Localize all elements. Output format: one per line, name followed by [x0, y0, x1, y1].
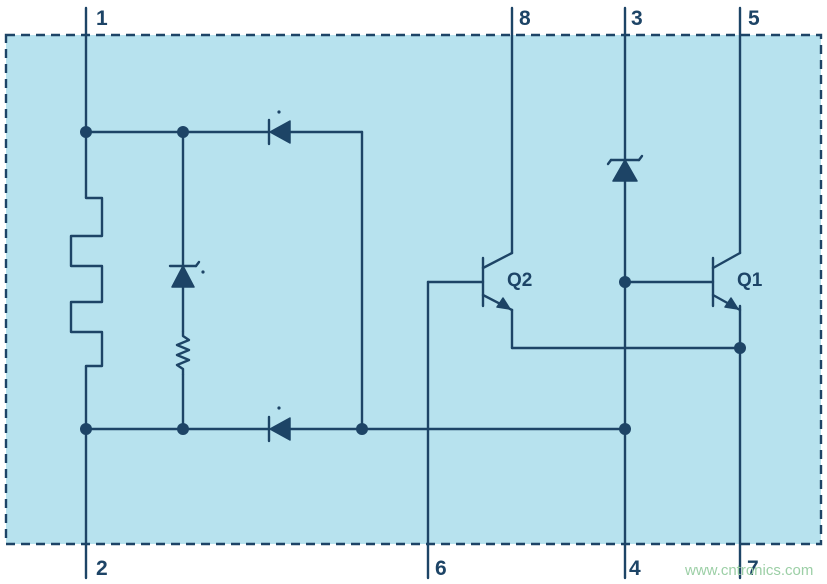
- zener-diode-right: [606, 154, 644, 182]
- pin-label-1: 1: [96, 7, 108, 30]
- pin-label-6: 6: [435, 557, 447, 580]
- diode-top: [267, 110, 291, 146]
- transistor-q1: [711, 251, 742, 312]
- watermark: www.cntronics.com: [684, 562, 813, 579]
- pin-label-7: 7: [747, 557, 759, 580]
- package-outline: [4, 33, 823, 546]
- pin-label-2: 2: [96, 557, 108, 580]
- transistor-label-q1: Q1: [737, 270, 763, 291]
- inductor-mask: [82, 198, 90, 366]
- zener-diode-left: [168, 260, 205, 288]
- pin-label-4: 4: [629, 557, 641, 580]
- bus-wires: [84, 130, 742, 431]
- pin-label-3: 3: [631, 7, 643, 30]
- junction-dots: [80, 126, 746, 435]
- resistor: [175, 330, 191, 376]
- pin-label-5: 5: [748, 7, 760, 30]
- pin-label-8: 8: [519, 7, 531, 30]
- inductor: [69, 196, 104, 368]
- transistor-q2: [481, 251, 514, 312]
- diode-bottom: [267, 406, 291, 443]
- transistor-label-q2: Q2: [507, 270, 532, 291]
